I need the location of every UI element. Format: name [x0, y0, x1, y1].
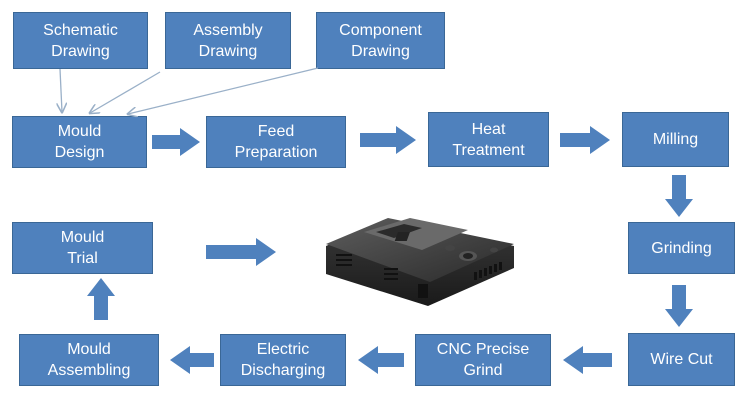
- assembly-drawing-box: Assembly Drawing: [165, 12, 291, 69]
- electric-discharging-box: Electric Discharging: [220, 334, 346, 386]
- schematic-to-design-arrow: [60, 68, 62, 112]
- wire-cut-box: Wire Cut: [628, 333, 735, 386]
- component-drawing-label: Component Drawing: [339, 21, 422, 60]
- feed-preparation-label: Feed Preparation: [234, 123, 318, 161]
- mould-assembling-box: Mould Assembling: [19, 334, 159, 386]
- feed-preparation-box: Feed Preparation: [206, 116, 346, 168]
- cnc-precise-grind-box: CNC Precise Grind: [415, 334, 551, 386]
- feed-to-heat-arrow: [360, 126, 416, 154]
- heat-treatment-label: Heat Treatment: [452, 120, 525, 159]
- cnc-to-electric-arrow: [358, 346, 404, 374]
- mould-design-box: Mould Design: [12, 116, 147, 168]
- wire-cut-label: Wire Cut: [650, 351, 713, 368]
- milling-box: Milling: [622, 112, 729, 167]
- mould-design-label: Mould Design: [54, 123, 105, 161]
- mould-assembling-label: Mould Assembling: [47, 341, 131, 379]
- product-enclosure-image: [326, 218, 514, 306]
- assembling-to-trial-arrow: [87, 278, 115, 320]
- mould-trial-label: Mould Trial: [60, 229, 105, 267]
- cnc-precise-grind-label: CNC Precise Grind: [436, 341, 530, 379]
- design-to-feed-arrow: [152, 128, 200, 156]
- electric-discharging-label: Electric Discharging: [240, 341, 326, 379]
- schematic-drawing-box: Schematic Drawing: [13, 12, 148, 69]
- milling-to-grinding-arrow: [665, 175, 693, 217]
- heat-treatment-box: Heat Treatment: [428, 112, 549, 167]
- grinding-label: Grinding: [651, 239, 712, 257]
- schematic-drawing-label: Schematic Drawing: [43, 21, 118, 60]
- mould-trial-box: Mould Trial: [12, 222, 153, 274]
- assembly-to-design-arrow: [90, 71, 161, 113]
- component-to-design-arrow: [128, 67, 319, 114]
- grinding-to-wirecut-arrow: [665, 285, 693, 327]
- grinding-box: Grinding: [628, 222, 735, 274]
- assembly-drawing-label: Assembly Drawing: [193, 21, 263, 60]
- trial-to-product-arrow: [206, 238, 276, 266]
- milling-label: Milling: [652, 131, 699, 148]
- component-drawing-box: Component Drawing: [316, 12, 445, 69]
- wirecut-to-cnc-arrow: [563, 346, 612, 374]
- electric-to-assembling-arrow: [170, 346, 214, 374]
- heat-to-milling-arrow: [560, 126, 610, 154]
